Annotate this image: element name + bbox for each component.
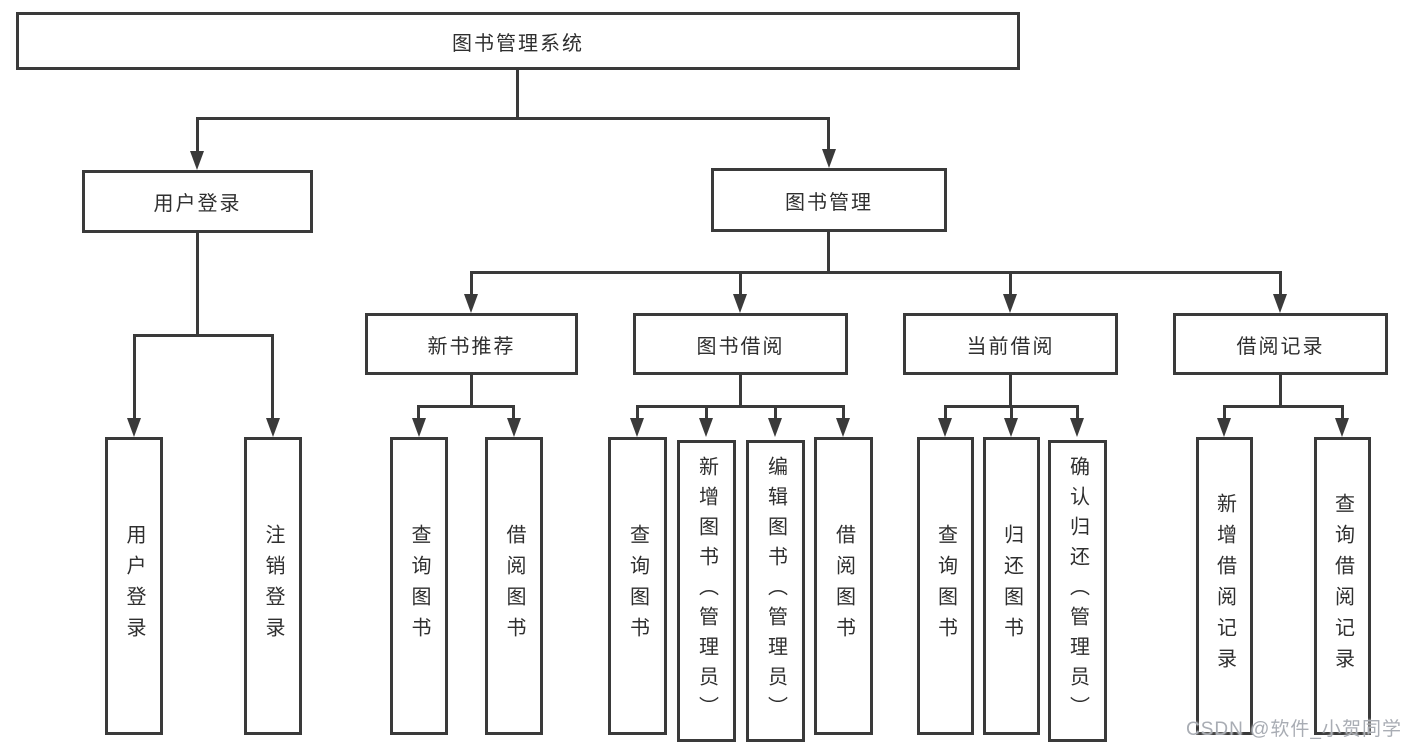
connector-line <box>133 334 274 337</box>
arrow-down-icon <box>836 418 850 437</box>
connector-line <box>133 334 136 420</box>
connector-line <box>516 70 519 118</box>
connector-line <box>827 117 830 151</box>
node-book-borrowing-label: 图书借阅 <box>696 335 785 358</box>
connector-line <box>1076 405 1079 420</box>
leaf-add-book-admin-label: 新增图书（管理员） <box>695 456 718 726</box>
leaf-query-books-recommend: 查询图书 <box>390 437 448 735</box>
leaf-user-login: 用户登录 <box>105 437 163 735</box>
arrow-down-icon <box>266 418 280 437</box>
leaf-borrow-books-recommend-label: 借阅图书 <box>503 524 525 648</box>
arrow-down-icon <box>733 294 747 313</box>
connector-line <box>512 405 515 420</box>
node-library-system-label: 图书管理系统 <box>452 32 584 55</box>
connector-line <box>470 271 1282 274</box>
leaf-query-borrow-record-label: 查询借阅记录 <box>1331 493 1354 679</box>
connector-line <box>417 405 515 408</box>
arrow-down-icon <box>938 418 952 437</box>
connector-line <box>470 375 473 406</box>
connector-line <box>842 405 845 420</box>
connector-line <box>827 232 830 272</box>
connector-line <box>774 405 777 420</box>
leaf-query-books-recommend-label: 查询图书 <box>408 524 430 648</box>
leaf-query-books-borrowing-label: 查询图书 <box>626 524 649 648</box>
arrow-down-icon <box>507 418 521 437</box>
leaf-confirm-return-admin-label: 确认归还（管理员） <box>1066 456 1089 726</box>
arrow-down-icon <box>1003 294 1017 313</box>
leaf-add-borrow-record-label: 新增借阅记录 <box>1213 493 1236 679</box>
arrow-down-icon <box>1004 418 1018 437</box>
connector-line <box>1009 375 1012 406</box>
leaf-logout: 注销登录 <box>244 437 302 735</box>
node-new-book-recommend: 新书推荐 <box>365 313 578 375</box>
leaf-borrow-books-label: 借阅图书 <box>832 524 855 648</box>
arrow-down-icon <box>464 294 478 313</box>
connector-line <box>417 405 420 420</box>
leaf-borrow-books: 借阅图书 <box>814 437 873 735</box>
connector-line <box>1223 405 1344 408</box>
leaf-query-books-current-label: 查询图书 <box>934 524 957 648</box>
arrow-down-icon <box>699 418 713 437</box>
leaf-return-books-label: 归还图书 <box>1000 524 1023 648</box>
connector-line <box>196 233 199 335</box>
arrow-down-icon <box>190 151 204 170</box>
node-new-book-recommend-label: 新书推荐 <box>427 335 516 358</box>
node-library-system: 图书管理系统 <box>16 12 1020 70</box>
leaf-borrow-books-recommend: 借阅图书 <box>485 437 543 735</box>
leaf-query-books-current: 查询图书 <box>917 437 974 735</box>
leaf-query-books-borrowing: 查询图书 <box>608 437 667 735</box>
node-borrow-records-label: 借阅记录 <box>1236 335 1325 358</box>
connector-line <box>196 117 199 153</box>
leaf-confirm-return-admin: 确认归还（管理员） <box>1048 440 1107 742</box>
leaf-edit-book-admin-label: 编辑图书（管理员） <box>764 456 787 726</box>
connector-line <box>705 405 708 420</box>
connector-line <box>1009 271 1012 295</box>
leaf-user-login-label: 用户登录 <box>123 524 145 648</box>
connector-line <box>470 271 473 295</box>
node-current-borrowing: 当前借阅 <box>903 313 1118 375</box>
leaf-add-borrow-record: 新增借阅记录 <box>1196 437 1253 735</box>
arrow-down-icon <box>630 418 644 437</box>
arrow-down-icon <box>768 418 782 437</box>
node-borrow-records: 借阅记录 <box>1173 313 1388 375</box>
leaf-return-books: 归还图书 <box>983 437 1040 735</box>
connector-line <box>944 405 947 420</box>
arrow-down-icon <box>822 149 836 168</box>
node-book-management-label: 图书管理 <box>785 191 873 214</box>
node-user-login-label: 用户登录 <box>153 193 242 215</box>
node-current-borrowing-label: 当前借阅 <box>966 335 1055 358</box>
arrow-down-icon <box>1217 418 1231 437</box>
connector-line <box>636 405 639 420</box>
arrow-down-icon <box>127 418 141 437</box>
arrow-down-icon <box>1070 418 1084 437</box>
connector-line <box>739 375 742 406</box>
arrow-down-icon <box>1335 418 1349 437</box>
node-book-borrowing: 图书借阅 <box>633 313 848 375</box>
connector-line <box>739 271 742 295</box>
leaf-logout-label: 注销登录 <box>262 524 284 648</box>
node-book-management: 图书管理 <box>711 168 947 232</box>
leaf-add-book-admin: 新增图书（管理员） <box>677 440 736 742</box>
connector-line <box>196 117 830 120</box>
leaf-query-borrow-record: 查询借阅记录 <box>1314 437 1371 735</box>
connector-line <box>1341 405 1344 420</box>
connector-line <box>636 405 844 408</box>
connector-line <box>1279 375 1282 406</box>
arrow-down-icon <box>1273 294 1287 313</box>
csdn-watermark: CSDN @软件_小贺同学 <box>1186 719 1402 740</box>
connector-line <box>1010 405 1013 420</box>
connector-line <box>271 334 274 420</box>
node-user-login: 用户登录 <box>82 170 313 233</box>
leaf-edit-book-admin: 编辑图书（管理员） <box>746 440 805 742</box>
connector-line <box>1223 405 1226 420</box>
connector-line <box>1279 271 1282 295</box>
arrow-down-icon <box>412 418 426 437</box>
